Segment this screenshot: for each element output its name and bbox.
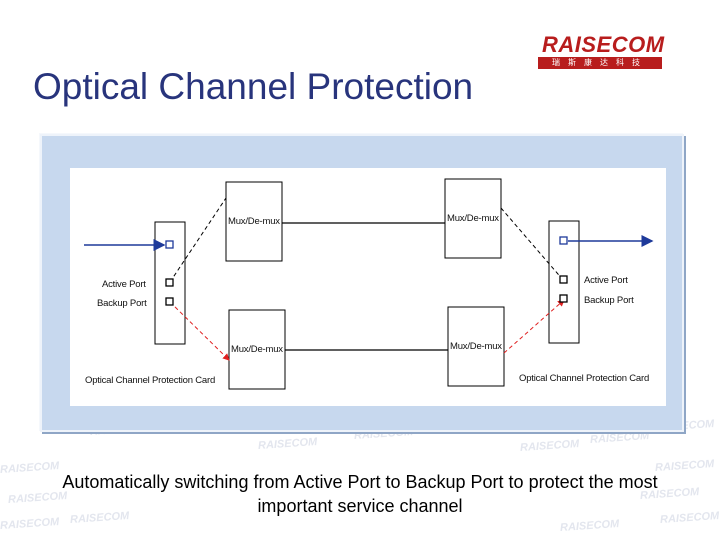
slide-title: Optical Channel Protection bbox=[33, 66, 474, 107]
logo-tagline: 瑞斯康达科技 bbox=[538, 57, 662, 69]
right-backup-port bbox=[559, 294, 568, 303]
right-client-port bbox=[559, 236, 568, 245]
right-active-port-label: Active Port bbox=[584, 275, 628, 286]
left-backup-port-label: Backup Port bbox=[97, 298, 147, 309]
watermark: RAISECOM bbox=[654, 457, 715, 475]
watermark: RAISECOM bbox=[519, 437, 580, 455]
left-active-link bbox=[169, 197, 227, 283]
mux-box-bottom-left bbox=[228, 309, 286, 390]
right-backup-port-label: Backup Port bbox=[584, 295, 634, 306]
left-card-label: Optical Channel Protection Card bbox=[85, 375, 216, 386]
ocp-diagram: Mux/De-mux Mux/De-mux Mux/De-mux Mux/De-… bbox=[70, 168, 666, 406]
mux-box-bottom-right bbox=[447, 306, 505, 387]
left-active-port bbox=[165, 278, 174, 287]
mux-label-top-left: Mux/De-mux bbox=[228, 216, 280, 227]
watermark: RAISECOM bbox=[559, 517, 620, 535]
right-active-port bbox=[559, 275, 568, 284]
left-active-port-label: Active Port bbox=[102, 279, 146, 290]
logo-brand: RAISECOM bbox=[542, 32, 665, 57]
right-active-link bbox=[500, 207, 565, 282]
mux-label-top-right: Mux/De-mux bbox=[447, 213, 499, 224]
right-backup-link bbox=[503, 299, 565, 354]
left-backup-port bbox=[165, 297, 174, 306]
watermark: RAISECOM bbox=[659, 509, 720, 527]
right-card-label: Optical Channel Protection Card bbox=[519, 373, 650, 384]
watermark: RAISECOM bbox=[0, 515, 60, 533]
watermark: RAISECOM bbox=[589, 429, 650, 447]
mux-label-bottom-left: Mux/De-mux bbox=[231, 344, 283, 355]
mux-box-top-right bbox=[444, 178, 502, 259]
watermark: RAISECOM bbox=[0, 459, 60, 477]
mux-label-bottom-right: Mux/De-mux bbox=[450, 341, 502, 352]
raisecom-logo: RAISECOM 瑞斯康达科技 bbox=[532, 30, 672, 72]
left-client-port bbox=[165, 240, 174, 249]
watermark: RAISECOM bbox=[257, 435, 318, 453]
diagram-lines bbox=[84, 178, 654, 390]
mux-box-top-left bbox=[225, 181, 283, 262]
watermark: RAISECOM bbox=[7, 489, 68, 507]
slide-caption: Automatically switching from Active Port… bbox=[62, 472, 658, 516]
